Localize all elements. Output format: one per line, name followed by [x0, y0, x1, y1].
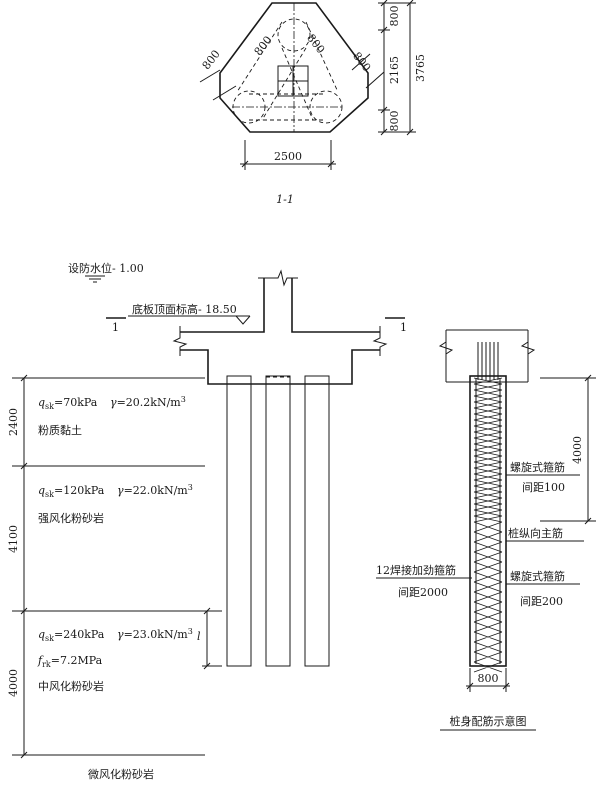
dim-2165: 2165 [388, 56, 401, 84]
plan-dim-right [378, 0, 416, 136]
pile-detail: 4000 螺旋式箍筋 间距100 桩纵向主筋 12焊接加劲箍筋 间距2000 螺… [376, 329, 596, 731]
layer3-gamma: γ=23.0kN/m3 [117, 627, 193, 641]
wall-stub-right [351, 53, 385, 89]
section-label: 1-1 [276, 193, 294, 206]
detail-spacing-top: 间距100 [522, 481, 565, 494]
detail-ring-spacing: 间距2000 [398, 586, 448, 599]
detail-break-right [520, 341, 536, 355]
dim-2500: 2500 [274, 150, 302, 163]
layer-dim-line [20, 374, 28, 759]
dim-3765: 3765 [414, 54, 427, 82]
layer-thickness-3: 4000 [7, 669, 20, 697]
tie-beam-left [236, 21, 307, 121]
plan-axes [232, 3, 344, 132]
detail-pile-shaft [469, 375, 507, 667]
slab-top-label: 底板顶面标高- 18.50 [132, 302, 237, 316]
water-level-symbol [85, 275, 105, 283]
detail-dim-4000 [540, 374, 596, 525]
break-mark-column [258, 269, 298, 287]
break-mark-left [172, 326, 188, 356]
tie-beam-bottom [249, 93, 326, 121]
detail-dim-800 [466, 668, 510, 692]
pile-tip-dim-label: l [197, 630, 201, 643]
pile-left [226, 375, 252, 667]
dim-800-left: 800 [200, 48, 223, 73]
detail-spacing-bottom: 间距200 [520, 595, 563, 608]
column-grid [278, 66, 308, 96]
layer2-qsk: qsk=120kPa [38, 484, 105, 499]
plan-view: 800 2165 800 3765 2500 800 800 800 800 1… [200, 0, 427, 206]
detail-ring-bar: 12焊接加劲箍筋 [376, 563, 456, 577]
pile-right [304, 375, 330, 667]
detail-main-bar: 桩纵向主筋 [508, 526, 563, 540]
section-mark-left: 1 [112, 321, 119, 334]
detail-spiral-bottom: 螺旋式箍筋 [510, 569, 565, 583]
layer3-frk: frk=7.2MPa [37, 654, 103, 669]
dim-800-center-right: 800 [304, 32, 327, 57]
layer2-gamma: γ=22.0kN/m3 [117, 483, 193, 497]
tie-beam-right [281, 21, 339, 121]
detail-title: 桩身配筋示意图 [450, 714, 527, 728]
wall-stub-left [199, 69, 237, 101]
layer2-name: 强风化粉砂岩 [38, 511, 104, 525]
section-mark-right: 1 [400, 321, 407, 334]
slab-top-leader [128, 315, 251, 325]
detail-main-bars [475, 378, 501, 664]
layer3-qsk: qsk=240kPa [38, 628, 105, 643]
dim-800-top: 800 [388, 6, 401, 27]
bottom-layer-name: 微风化粉砂岩 [88, 767, 154, 781]
detail-spiral-cage [473, 377, 503, 673]
dim-800-bottom: 800 [388, 111, 401, 132]
layer1-gamma: γ=20.2kN/m3 [110, 395, 186, 409]
detail-anchor-bars [477, 342, 499, 380]
cap-and-column-outline [180, 278, 380, 385]
layer1-qsk: qsk=70kPa [38, 396, 98, 411]
layer-thickness-1: 2400 [7, 408, 20, 436]
layer3-name: 中风化粉砂岩 [38, 679, 104, 693]
layer-thickness-2: 4100 [7, 525, 20, 553]
layer1-name: 粉质黏土 [38, 423, 82, 437]
detail-cap-outline [445, 329, 529, 383]
detail-spiral-top: 螺旋式箍筋 [510, 460, 565, 474]
water-level-label: 设防水位- 1.00 [68, 261, 144, 275]
pile-tip-dim [202, 607, 222, 670]
dim-800-center-left: 800 [252, 34, 275, 59]
detail-dim-4000-label: 4000 [571, 436, 584, 464]
pile-center [265, 375, 291, 667]
elevation-view: 设防水位- 1.00 底板顶面标高- 18.50 1 1 2400 4100 4… [7, 261, 407, 781]
cap-outline [219, 2, 369, 133]
plan-dim-bottom [240, 140, 336, 170]
detail-dim-800-label: 800 [478, 672, 499, 685]
break-mark-right [372, 326, 388, 356]
detail-break-left [438, 341, 454, 355]
